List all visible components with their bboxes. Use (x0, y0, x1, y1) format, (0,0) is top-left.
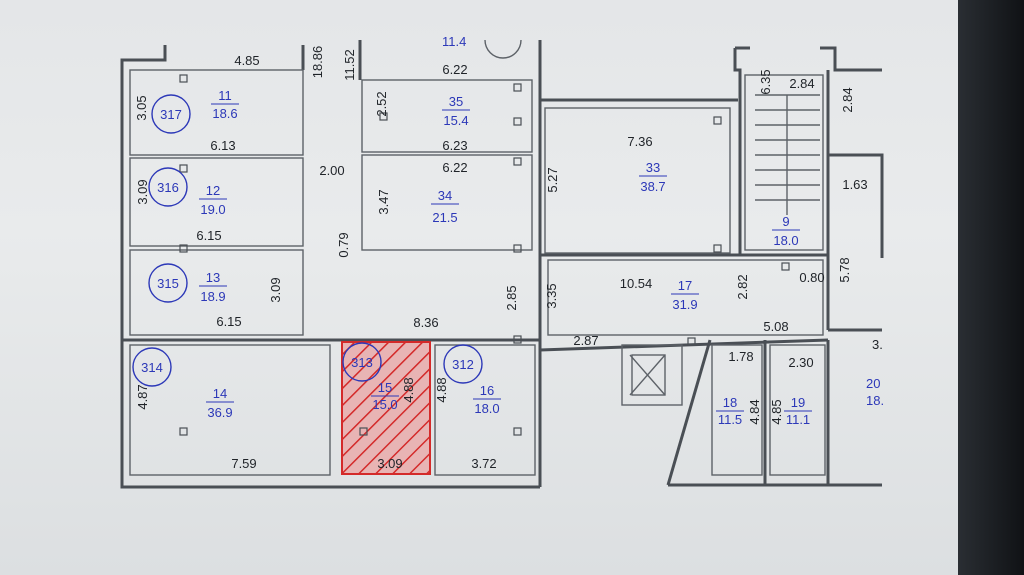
dimension-labels: 4.85 18.86 11.52 6.22 6.35 2.84 2.84 3.0… (134, 34, 883, 471)
dimension-label: 2.52 (374, 91, 389, 116)
dimension-label: 3.09 (268, 277, 283, 302)
dimension-label: 0.80 (799, 270, 824, 285)
room-area: 19.0 (200, 202, 225, 217)
room-area: 18.9 (200, 289, 225, 304)
dimension-label: 2.85 (504, 285, 519, 310)
dimension-label: 11.52 (342, 49, 357, 81)
room-number: 11 (218, 88, 232, 103)
dimension-label: 6.15 (216, 314, 241, 329)
dimension-label: 3.35 (544, 283, 559, 308)
room-number: 15 (378, 380, 392, 395)
room-area: 15.0 (372, 397, 397, 412)
stairs (755, 94, 820, 215)
dimension-label: 3.72 (471, 456, 496, 471)
partitions (129, 39, 826, 476)
room-number: 17 (678, 278, 692, 293)
room-area: 18.0 (773, 233, 798, 248)
dimension-label: 10.54 (620, 276, 653, 291)
dimension-label: 3. (872, 337, 883, 352)
room-labels: 11 18.6 12 19.0 13 18.9 14 36.9 15 15.0 … (199, 88, 884, 427)
room-number: 19 (791, 395, 805, 410)
room-area: 31.9 (672, 297, 697, 312)
room-area: 18.6 (212, 106, 237, 121)
unit-label: 314 (141, 360, 163, 375)
dimension-label: 18.86 (310, 46, 325, 79)
dimension-label: 0.79 (336, 232, 351, 257)
dimension-label: 7.36 (627, 134, 652, 149)
dimension-label: 4.84 (747, 399, 762, 424)
room-number: 20 (866, 376, 880, 391)
dimension-label: 2.87 (573, 333, 598, 348)
room-area: 38.7 (640, 179, 665, 194)
walls (120, 40, 884, 489)
unit-label: 315 (157, 276, 179, 291)
dimension-label: 4.85 (234, 53, 259, 68)
dimension-label: 5.27 (545, 167, 560, 192)
dimension-label: 2.82 (735, 274, 750, 299)
dimension-label: 6.35 (758, 69, 773, 94)
room-area: 11.1 (786, 412, 810, 427)
room-number: 34 (438, 188, 452, 203)
dimension-label: 11.4 (442, 34, 466, 49)
dimension-label: 1.78 (728, 349, 753, 364)
dimension-label: 5.78 (837, 257, 852, 282)
room-area: 21.5 (432, 210, 457, 225)
dimension-label: 7.59 (231, 456, 256, 471)
dimension-label: 5.08 (763, 319, 788, 334)
dimension-label: 3.09 (377, 456, 402, 471)
unit-315[interactable]: 315 (148, 263, 188, 303)
dimension-label: 4.85 (769, 399, 784, 424)
dimension-label: 1.63 (842, 177, 867, 192)
dimension-label: 3.05 (134, 95, 149, 120)
monitor-bezel (958, 0, 1024, 575)
dimension-label: 8.36 (413, 315, 438, 330)
dimension-label: 6.15 (196, 228, 221, 243)
room-area: 15.4 (443, 113, 468, 128)
dimension-label: 2.30 (788, 355, 813, 370)
room-number: 14 (213, 386, 227, 401)
dimension-label: 6.22 (442, 62, 467, 77)
dimension-label: 4.88 (401, 377, 416, 402)
room-number: 13 (206, 270, 220, 285)
dimension-label: 4.88 (434, 377, 449, 402)
unit-label: 316 (157, 180, 179, 195)
room-number: 16 (480, 383, 494, 398)
room-number: 35 (449, 94, 463, 109)
room-number: 9 (782, 214, 789, 229)
room-area: 36.9 (207, 405, 232, 420)
room-number: 33 (646, 160, 660, 175)
unit-314[interactable]: 314 (132, 347, 172, 387)
room-area: 18. (866, 393, 884, 408)
room-number: 12 (206, 183, 220, 198)
unit-313[interactable]: 313 (342, 342, 382, 382)
room-number: 18 (723, 395, 737, 410)
dimension-label: 2.00 (319, 163, 344, 178)
room-markers (179, 74, 790, 436)
unit-312[interactable]: 312 (443, 344, 483, 384)
unit-316[interactable]: 316 (148, 167, 188, 207)
dimension-label: 2.84 (789, 76, 814, 91)
unit-317[interactable]: 317 (151, 94, 191, 134)
dimension-label: 2.84 (840, 87, 855, 112)
dimension-label: 4.87 (135, 384, 150, 409)
room-area: 11.5 (718, 412, 742, 427)
dimension-label: 6.23 (442, 138, 467, 153)
unit-label: 312 (452, 357, 474, 372)
unit-label: 317 (160, 107, 182, 122)
dimension-label: 3.09 (135, 179, 150, 204)
room-area: 18.0 (474, 401, 499, 416)
dimension-label: 3.47 (376, 189, 391, 214)
highlighted-room-313 (341, 341, 431, 475)
dimension-label: 6.13 (210, 138, 235, 153)
unit-label: 313 (351, 355, 373, 370)
dimension-label: 6.22 (442, 160, 467, 175)
